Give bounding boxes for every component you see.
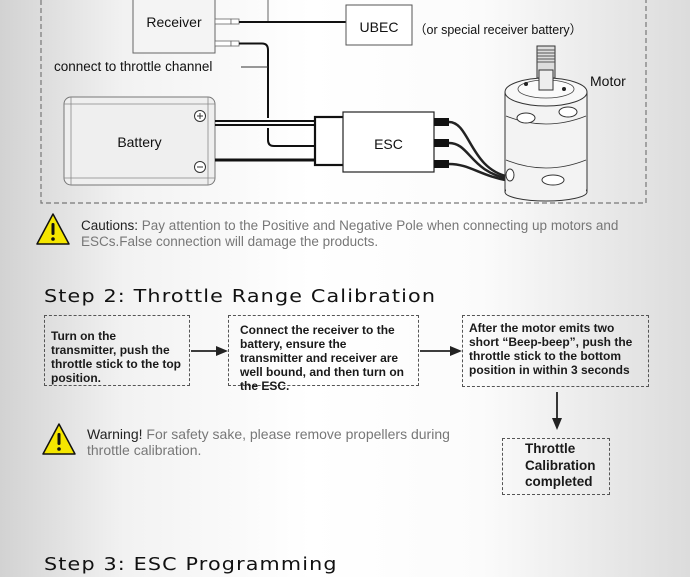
- caution-text: Cautions: Pay attention to the Positive …: [81, 218, 661, 250]
- ubec-box: [345, 4, 413, 46]
- ubec-label: UBEC: [359, 19, 399, 35]
- warning-triangle-icon: [36, 213, 70, 245]
- battery-label: Battery: [117, 134, 162, 150]
- motor-illustration: [504, 45, 588, 202]
- flow-step-3: After the motor emits two short “Beep-be…: [462, 315, 649, 387]
- wire-throttle: [239, 42, 269, 118]
- throttle-channel-note: connect to throttle channel: [54, 59, 213, 74]
- esc-label: ESC: [374, 136, 403, 152]
- motor-label: Motor: [590, 73, 626, 89]
- diagram-frame: [40, 0, 647, 204]
- ubec-note: （or special receiver battery）: [414, 23, 583, 37]
- warning-text: Warning! For safety sake, please remove …: [87, 426, 457, 458]
- esc-box: [342, 111, 435, 173]
- flow-step-final: Throttle Calibration completed: [502, 438, 610, 495]
- arrow-right-icon: [420, 346, 462, 356]
- warning-triangle-icon: [42, 423, 76, 455]
- flow-step-2: Connect the receiver to the battery, ens…: [228, 315, 419, 393]
- receiver-box: [132, 0, 216, 54]
- caution-body: Pay attention to the Positive and Negati…: [81, 218, 619, 249]
- arrow-down-icon: [552, 392, 562, 430]
- step2-title: Step 2: Throttle Range Calibration: [44, 286, 437, 307]
- warning-lead: Warning!: [87, 426, 143, 442]
- battery-box: [63, 96, 216, 186]
- warning-body: For safety sake, please remove propeller…: [87, 426, 450, 458]
- arrow-right-icon: [191, 346, 228, 356]
- caution-lead: Cautions:: [81, 218, 139, 233]
- step3-title: Step 3: ESC Programming: [44, 554, 338, 575]
- receiver-label: Receiver: [146, 14, 202, 30]
- flow-step-1: Turn on the transmitter, push the thrott…: [44, 315, 190, 386]
